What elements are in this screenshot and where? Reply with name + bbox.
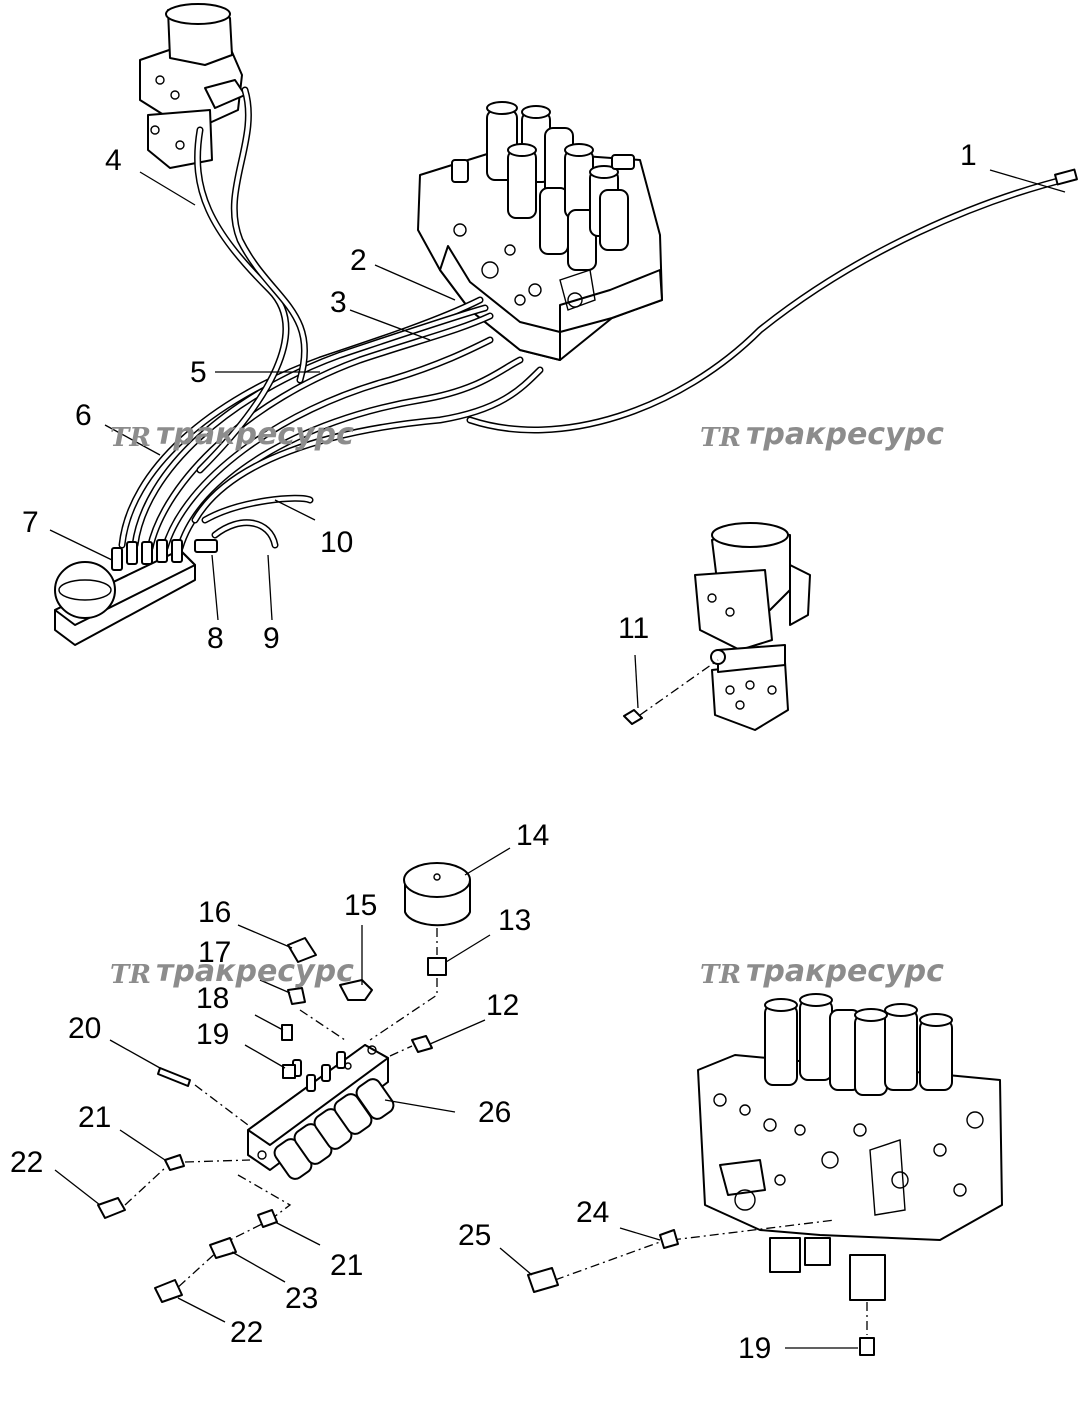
bolt-20 <box>157 1067 191 1087</box>
fitting-21-lower <box>257 1209 278 1228</box>
tee-22-lower <box>154 1279 183 1303</box>
callout-16: 16 <box>198 896 231 929</box>
item-13-axis <box>369 978 438 1041</box>
fitting-21-upper <box>164 1154 185 1171</box>
svg-text:тракресурс: тракресурс <box>156 954 354 989</box>
callout-25: 25 <box>458 1219 491 1252</box>
tee-22-upper <box>97 1197 126 1219</box>
fitting-11 <box>623 709 643 725</box>
item-12-axis <box>389 1045 413 1057</box>
callout-23: 23 <box>285 1282 318 1315</box>
callout-2: 2 <box>350 244 367 277</box>
callout-6: 6 <box>75 399 92 432</box>
callout-18: 18 <box>196 982 229 1015</box>
callout-24: 24 <box>576 1196 609 1229</box>
callout-13: 13 <box>498 904 531 937</box>
lower-solenoid-row <box>764 993 953 1096</box>
hose-1 <box>466 168 1078 434</box>
callout-1: 1 <box>960 139 977 172</box>
callout-labels: 1 2 3 4 5 6 7 8 9 10 11 12 13 14 15 16 1… <box>10 139 977 1365</box>
callout-3: 3 <box>330 286 347 319</box>
callout-15: 15 <box>344 889 377 922</box>
item-11-axis <box>639 659 719 716</box>
item-24-axis <box>671 1219 836 1241</box>
callout-10: 10 <box>320 526 353 559</box>
callout-12: 12 <box>486 989 519 1022</box>
svg-text:тракресурс: тракресурс <box>746 417 944 452</box>
item-21-axis <box>184 1159 251 1163</box>
lower-fittings-axis <box>174 1174 292 1291</box>
plug-19-lower <box>859 1337 875 1356</box>
callout-19: 19 <box>196 1018 229 1051</box>
tee-fitting-15 <box>339 979 373 1001</box>
item-25-axis <box>554 1241 661 1281</box>
svg-text:TR: TR <box>700 423 741 453</box>
watermark-1: TR тракресурс <box>110 417 354 453</box>
sensor-25 <box>527 1267 559 1293</box>
watermark-4: TR тракресурс <box>700 954 944 990</box>
callout-21-lower: 21 <box>330 1249 363 1282</box>
callout-19-lower: 19 <box>738 1332 771 1365</box>
item-20-axis <box>194 1084 249 1126</box>
plug-19 <box>282 1064 296 1079</box>
main-control-valve <box>417 101 663 361</box>
pressure-switch-16 <box>287 937 317 963</box>
fitting-13 <box>427 957 447 976</box>
main-control-valve-lower <box>697 993 1003 1301</box>
item-18-axis <box>299 1009 346 1041</box>
solenoid-row <box>486 101 629 271</box>
solenoid-cartridges <box>273 1078 395 1180</box>
callout-17: 17 <box>198 936 231 969</box>
manifold-block-lower <box>247 1044 395 1180</box>
callout-5: 5 <box>190 356 207 389</box>
hose-bundle <box>118 86 544 552</box>
callout-22-upper: 22 <box>10 1146 43 1179</box>
elbow-18 <box>281 1024 293 1041</box>
manifold-block-upper <box>54 539 218 646</box>
leader-lines <box>49 169 1066 1349</box>
callout-7: 7 <box>22 506 39 539</box>
svg-text:тракресурс: тракресурс <box>156 417 354 452</box>
svg-text:TR: TR <box>700 960 741 990</box>
pilot-valve-right <box>694 522 811 731</box>
callout-14: 14 <box>516 819 549 852</box>
callout-20: 20 <box>68 1012 101 1045</box>
fitting-24 <box>659 1229 679 1249</box>
svg-text:тракресурс: тракресурс <box>746 954 944 989</box>
item-22-axis <box>124 1167 166 1206</box>
svg-text:TR: TR <box>110 960 151 990</box>
callout-22-lower: 22 <box>230 1316 263 1349</box>
watermark-3: TR тракресурс <box>110 954 354 990</box>
callout-9: 9 <box>263 622 280 655</box>
callout-26: 26 <box>478 1096 511 1129</box>
callout-21-upper: 21 <box>78 1101 111 1134</box>
callout-4: 4 <box>105 144 122 177</box>
fitting-17 <box>287 987 306 1005</box>
fitting-23 <box>209 1237 237 1259</box>
accumulator-14 <box>403 862 471 927</box>
callout-8: 8 <box>207 622 224 655</box>
svg-text:TR: TR <box>110 423 151 453</box>
callout-11: 11 <box>618 612 649 645</box>
pilot-valve-top <box>139 3 246 169</box>
watermark-2: TR тракресурс <box>700 417 944 453</box>
plug-12 <box>411 1035 433 1053</box>
